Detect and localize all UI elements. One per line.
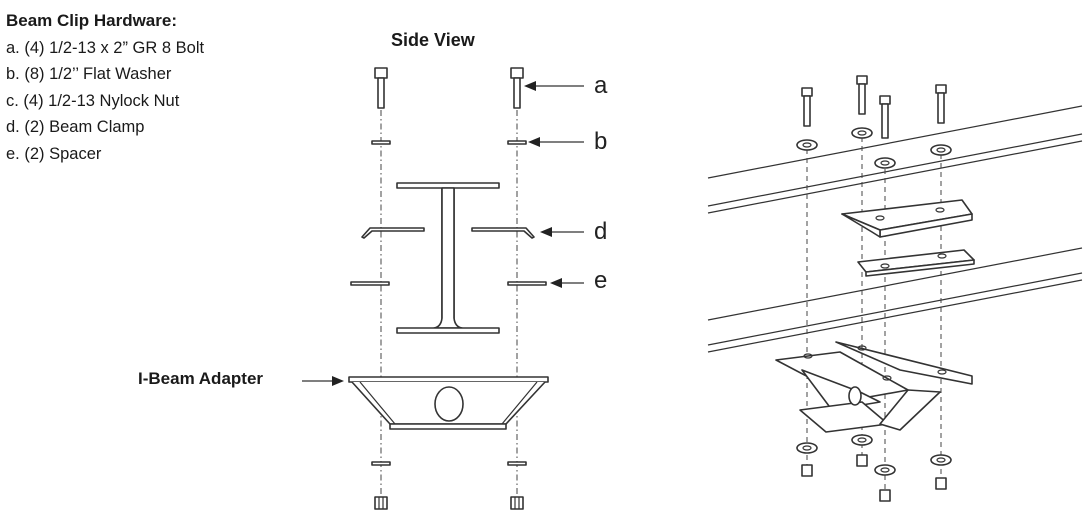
iso-top-washers xyxy=(796,127,952,169)
left-bottom-washer xyxy=(371,461,391,466)
left-nut xyxy=(374,496,388,510)
hardware-item-nut: c. (4) 1/2-13 Nylock Nut xyxy=(6,91,180,110)
left-top-washer xyxy=(371,140,391,145)
isometric-view xyxy=(707,75,1083,502)
callout-arrow-a xyxy=(524,81,584,91)
iso-nuts xyxy=(801,454,947,502)
iso-spacer-plate xyxy=(857,249,975,277)
left-bolt xyxy=(374,67,388,109)
iso-clamp-plate xyxy=(841,199,973,238)
upper-flange-edge-1 xyxy=(707,105,1083,179)
adapter-hole xyxy=(434,386,464,422)
hardware-item-spacer: e. (2) Spacer xyxy=(6,144,102,163)
i-beam-adapter xyxy=(348,376,549,430)
callout-arrow-b xyxy=(528,137,584,147)
callout-arrow-d xyxy=(540,227,584,237)
right-nut xyxy=(510,496,524,510)
adapter-arrow xyxy=(302,376,344,386)
callout-arrow-e xyxy=(550,278,584,288)
hardware-item-clamp: d. (2) Beam Clamp xyxy=(6,118,145,136)
right-bottom-washer xyxy=(507,461,527,466)
right-top-washer xyxy=(507,140,527,145)
side-view-title: Side View xyxy=(391,30,475,50)
iso-bottom-washers xyxy=(796,434,952,476)
callout-label-b: b xyxy=(594,128,608,155)
hardware-item-bolt: a. (4) 1/2-13 x 2” GR 8 Bolt xyxy=(6,38,205,57)
i-beam xyxy=(396,182,500,334)
hardware-title: Beam Clip Hardware: xyxy=(6,11,177,30)
right-spacer xyxy=(507,281,547,286)
callout-label-e: e xyxy=(594,267,608,294)
right-beam-clamp xyxy=(471,227,535,239)
hardware-item-washer: b. (8) 1/2’’ Flat Washer xyxy=(6,65,172,83)
right-bolt xyxy=(510,67,524,109)
callout-label-d: d xyxy=(594,218,608,245)
callout-label-a: a xyxy=(594,72,608,99)
iso-bolts xyxy=(801,75,947,139)
i-beam-adapter-label: I-Beam Adapter xyxy=(138,369,264,388)
iso-adapter xyxy=(775,341,973,433)
left-spacer xyxy=(350,281,390,286)
left-beam-clamp xyxy=(361,227,425,239)
hardware-list: Beam Clip Hardware: a. (4) 1/2-13 x 2” G… xyxy=(6,8,204,167)
